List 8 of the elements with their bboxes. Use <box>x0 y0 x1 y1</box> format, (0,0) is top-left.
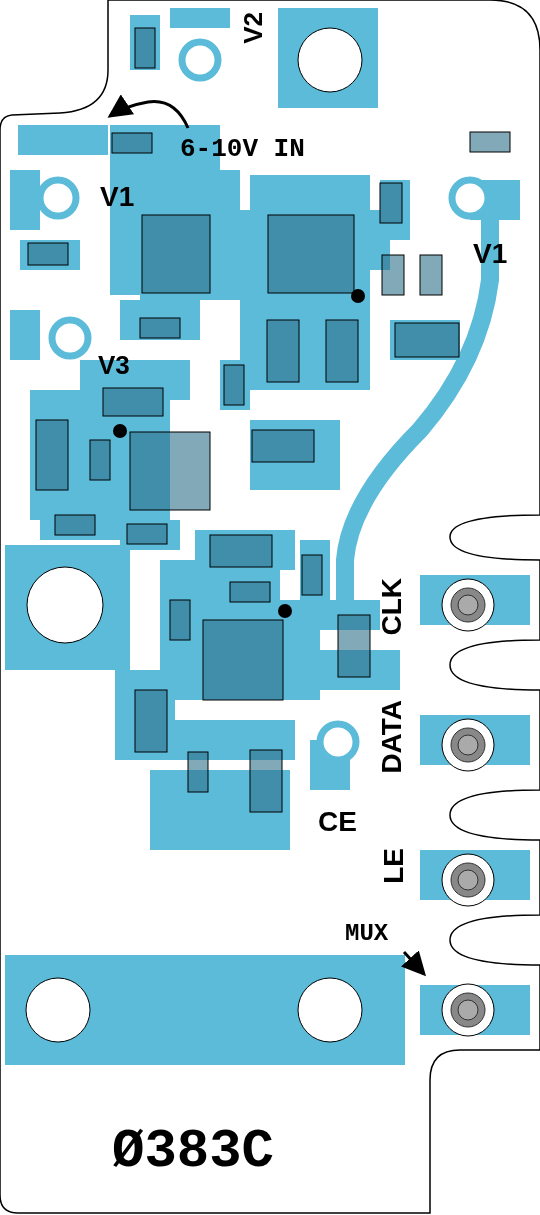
pin-label: V2 <box>240 12 266 44</box>
pin-label: LE <box>380 848 408 884</box>
pin-label: CE <box>318 808 357 836</box>
pin-label: MUX <box>345 922 389 946</box>
pin-label: CLK <box>378 578 406 636</box>
pin-label: DATA <box>378 700 406 774</box>
leader-arrow <box>401 950 426 977</box>
board-code: Ø383C <box>112 1125 275 1179</box>
